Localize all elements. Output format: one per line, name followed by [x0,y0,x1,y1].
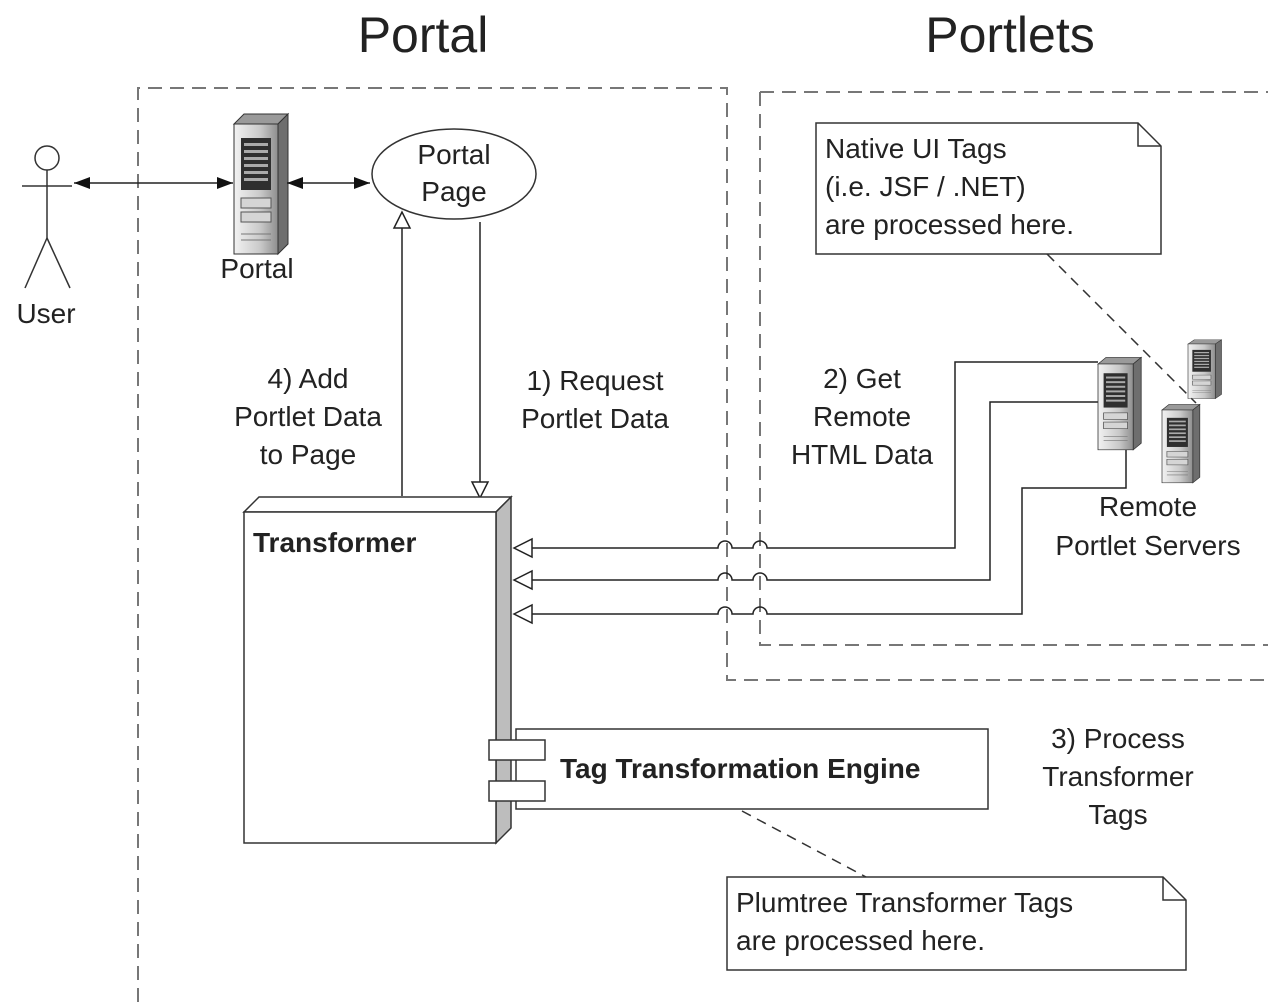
portal-page-arrow [287,177,370,189]
native-tags-note [815,122,1162,255]
remote-data-arrow-1 [532,361,1098,549]
transformer-label: Transformer [253,527,416,558]
native-note-connector [1046,253,1197,404]
arrowhead-3 [512,603,533,625]
portal-page-ellipse [371,128,537,220]
step-2-line-2: Remote [813,401,911,432]
portlets-region-border [759,92,1268,646]
plumtree-note-connector [741,810,867,878]
native-note-line-3: are processed here. [825,209,1074,240]
remote-server-icon-1 [1097,356,1142,451]
remote-server-icon-3 [1161,404,1201,484]
step-4-line-3: to Page [260,439,357,470]
native-note-line-2: (i.e. JSF / .NET) [825,171,1026,202]
arrowhead-2 [512,569,533,591]
remote-server-icon-2 [1187,339,1222,399]
remote-data-arrow-2 [532,401,1098,581]
step-2-line-1: 2) Get [823,363,901,394]
portal-server-label: Portal [220,253,293,284]
step-1-line-1: 1) Request [527,365,664,396]
native-note-line-1: Native UI Tags [825,133,1007,164]
step-4-line-2: Portlet Data [234,401,382,432]
plumtree-note-line-1: Plumtree Transformer Tags [736,887,1073,918]
plumtree-tags-note [726,876,1187,971]
portal-header: Portal [358,7,489,63]
request-portlet-data-arrow [470,222,490,500]
portal-region-border [137,87,1268,1002]
step-2-line-3: HTML Data [791,439,934,470]
user-actor-icon [22,145,72,289]
transformer-component [242,495,513,845]
portal-page-line-2: Page [421,176,486,207]
remote-data-arrow-3 [532,450,1127,615]
step-4-line-1: 4) Add [268,363,349,394]
arrowhead-1 [512,537,533,559]
step-3-line-2: Transformer [1042,761,1193,792]
remote-servers-line-1: Remote [1099,491,1197,522]
user-portal-arrow [74,177,233,189]
portlets-header: Portlets [925,7,1095,63]
portal-server-icon [233,113,289,255]
user-label: User [16,298,75,329]
portal-page-line-1: Portal [417,139,490,170]
step-3-line-1: 3) Process [1051,723,1185,754]
step-3-line-3: Tags [1088,799,1147,830]
tag-engine-component [488,728,989,810]
tag-engine-label: Tag Transformation Engine [560,753,920,784]
remote-servers-line-2: Portlet Servers [1055,530,1240,561]
add-portlet-data-arrow [392,210,412,496]
step-1-line-2: Portlet Data [521,403,669,434]
plumtree-note-line-2: are processed here. [736,925,985,956]
